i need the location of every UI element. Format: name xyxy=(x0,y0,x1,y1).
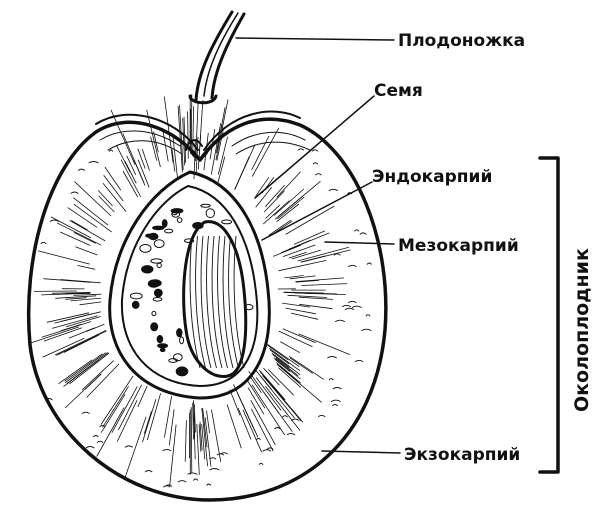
seed-texture xyxy=(189,235,245,369)
endocarp-texture xyxy=(129,203,254,377)
leader-exocarp xyxy=(321,450,401,454)
seed-drawing xyxy=(182,220,248,378)
label-endocarp: Эндокарпий xyxy=(372,167,492,187)
leader-mesocarp xyxy=(324,241,395,245)
leader-endocarp xyxy=(261,181,373,241)
label-seed: Семя xyxy=(374,81,423,101)
label-exocarp: Экзокарпий xyxy=(404,445,520,465)
mesocarp-fibres xyxy=(29,94,372,488)
label-pericarp: Околоплодник xyxy=(571,248,593,412)
leader-seed xyxy=(254,95,375,199)
leader-stalk xyxy=(235,37,395,41)
label-mesocarp: Мезокарпий xyxy=(398,236,519,256)
pericarp-bracket xyxy=(538,156,560,474)
fruit-outline xyxy=(26,110,388,502)
label-stalk: Плодоножка xyxy=(398,31,525,51)
endocarp-stone xyxy=(108,170,271,400)
stalk-drawing xyxy=(185,10,246,151)
leader-lines xyxy=(235,37,401,454)
